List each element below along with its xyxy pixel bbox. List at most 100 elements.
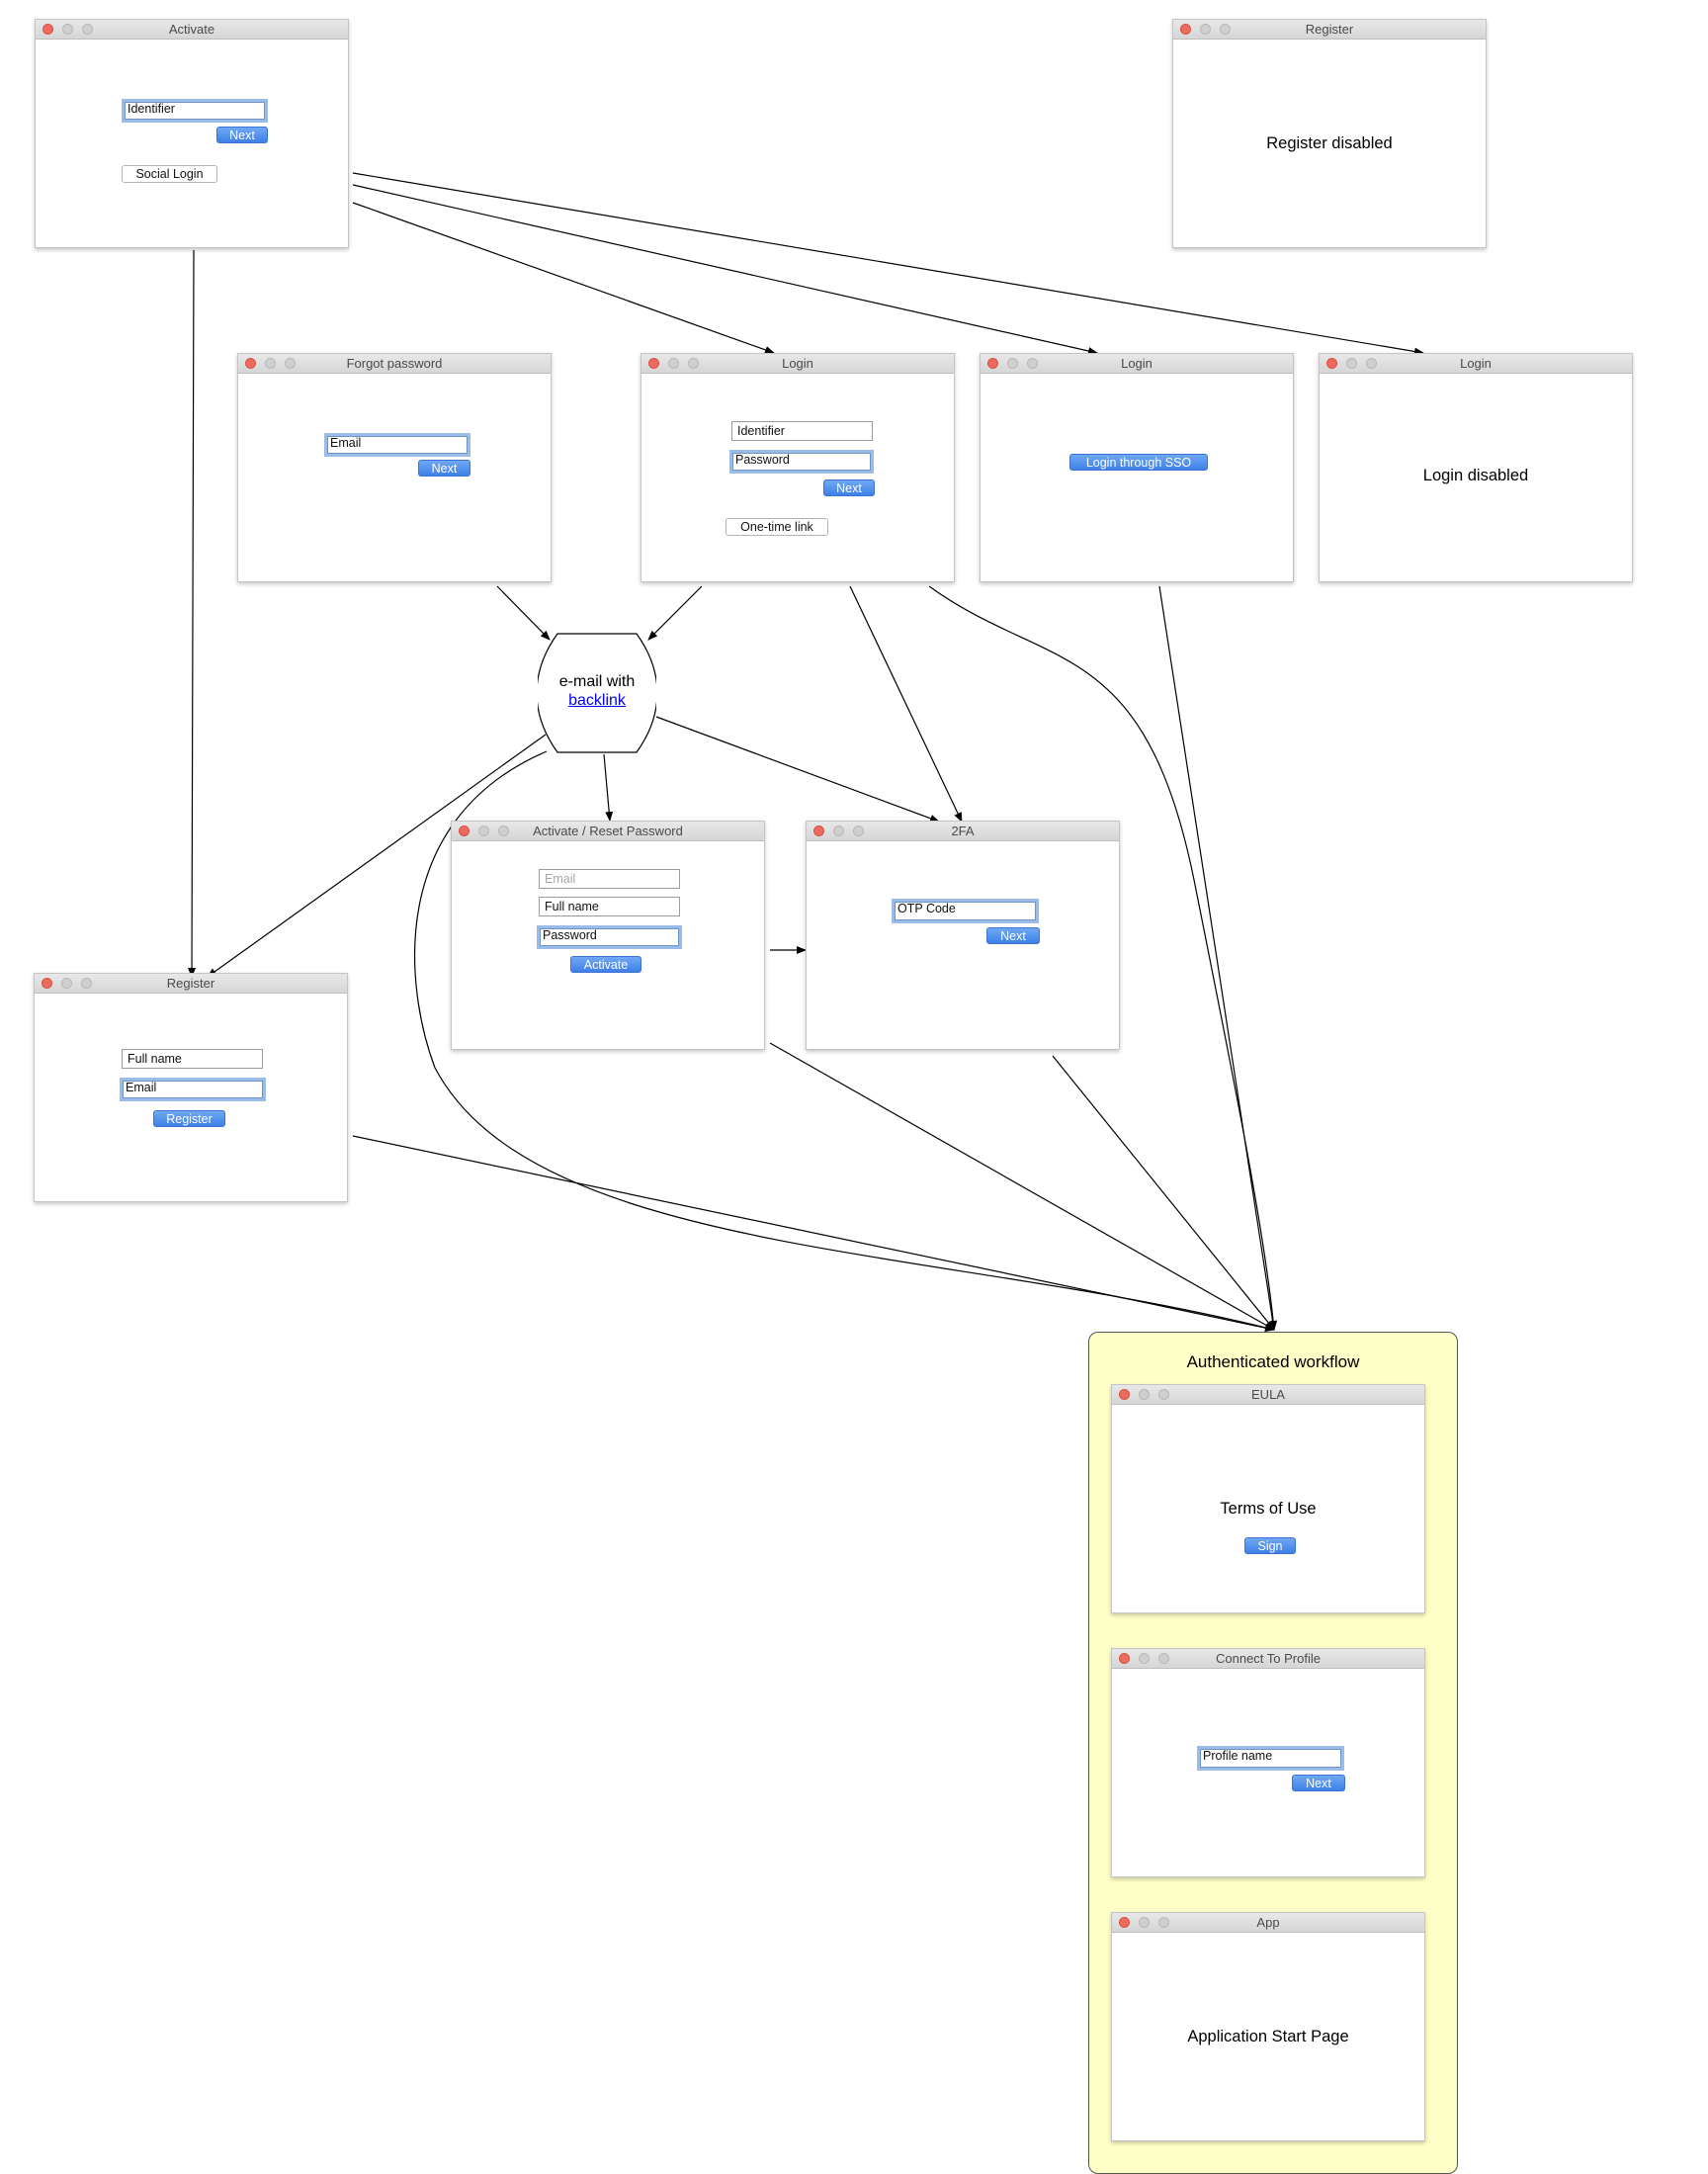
minimize-icon[interactable] <box>833 826 844 836</box>
titlebar: Login <box>1320 354 1632 374</box>
maximize-icon[interactable] <box>1158 1389 1169 1400</box>
next-button[interactable]: Next <box>418 460 470 477</box>
edge-activate-to-login-password <box>352 202 775 354</box>
edge-forgot-to-email <box>496 585 551 641</box>
maximize-icon[interactable] <box>285 358 296 369</box>
login-disabled-window: Login Login disabled <box>1319 353 1633 582</box>
maximize-icon[interactable] <box>81 978 92 989</box>
next-button[interactable]: Next <box>1292 1775 1345 1791</box>
login-sso-window: Login Login through SSO <box>980 353 1294 582</box>
activate-button[interactable]: Activate <box>570 956 641 973</box>
social-login-button[interactable]: Social Login <box>122 165 217 183</box>
application-start-page-text: Application Start Page <box>1187 2028 1349 2045</box>
maximize-icon[interactable] <box>1366 358 1377 369</box>
maximize-icon[interactable] <box>1158 1917 1169 1928</box>
sign-button[interactable]: Sign <box>1244 1537 1296 1554</box>
edge-login-to-email <box>647 585 703 641</box>
titlebar: Forgot password <box>238 354 551 374</box>
register-disabled-window: Register Register disabled <box>1172 19 1487 248</box>
next-button[interactable]: Next <box>216 127 268 143</box>
full-name-input[interactable]: Full name <box>122 1049 263 1069</box>
close-icon[interactable] <box>1119 1653 1130 1664</box>
profile-name-input[interactable]: Profile name <box>1197 1746 1344 1771</box>
minimize-icon[interactable] <box>1346 358 1357 369</box>
maximize-icon[interactable] <box>498 826 509 836</box>
titlebar: 2FA <box>807 822 1119 841</box>
login-password-window: Login Identifier Password Next One-time … <box>640 353 955 582</box>
register-button[interactable]: Register <box>153 1110 225 1127</box>
app-window: App Application Start Page <box>1111 1912 1425 2141</box>
authenticated-workflow-title: Authenticated workflow <box>1186 1352 1360 1371</box>
close-icon[interactable] <box>1119 1389 1130 1400</box>
edge-activate-reset-to-auth <box>769 1042 1275 1331</box>
close-icon[interactable] <box>245 358 256 369</box>
edge-login-to-auth <box>928 585 1278 1331</box>
maximize-icon[interactable] <box>1027 358 1038 369</box>
close-icon[interactable] <box>42 978 52 989</box>
close-icon[interactable] <box>1326 358 1337 369</box>
password-input[interactable]: Password <box>729 450 874 474</box>
edge-2fa-to-auth <box>1052 1055 1275 1331</box>
maximize-icon[interactable] <box>1220 24 1231 35</box>
full-name-input[interactable]: Full name <box>539 897 680 916</box>
email-input[interactable]: Email <box>120 1078 266 1101</box>
titlebar: App <box>1112 1913 1424 1933</box>
edge-register-to-auth <box>352 1135 1275 1333</box>
edge-email-to-activate-reset <box>603 753 614 822</box>
window-title: Activate / Reset Password <box>533 824 683 838</box>
window-title: Activate <box>168 22 215 37</box>
email-backlink-link[interactable]: backlink <box>568 692 626 709</box>
titlebar: EULA <box>1112 1385 1424 1405</box>
titlebar: Connect To Profile <box>1112 1649 1424 1669</box>
minimize-icon[interactable] <box>61 978 72 989</box>
close-icon[interactable] <box>43 24 53 35</box>
window-title: EULA <box>1251 1387 1285 1402</box>
window-title: App <box>1256 1915 1280 1930</box>
close-icon[interactable] <box>648 358 659 369</box>
maximize-icon[interactable] <box>688 358 699 369</box>
window-title: Login <box>1460 356 1492 371</box>
edge-email-to-auth <box>414 750 1275 1332</box>
window-title: 2FA <box>951 824 975 838</box>
close-icon[interactable] <box>1180 24 1191 35</box>
edge-login-to-2fa <box>849 585 963 823</box>
email-input[interactable]: Email <box>324 433 470 457</box>
identifier-input[interactable]: Identifier <box>731 421 873 441</box>
email-field-disabled: Email <box>539 869 680 889</box>
minimize-icon[interactable] <box>1139 1917 1150 1928</box>
window-title: Login <box>782 356 813 371</box>
forgot-password-window: Forgot password Email Next <box>237 353 552 582</box>
identifier-input[interactable]: Identifier <box>122 99 268 123</box>
minimize-icon[interactable] <box>1139 1389 1150 1400</box>
close-icon[interactable] <box>813 826 824 836</box>
maximize-icon[interactable] <box>853 826 864 836</box>
edge-activate-to-register <box>188 249 197 978</box>
minimize-icon[interactable] <box>265 358 276 369</box>
minimize-icon[interactable] <box>1200 24 1211 35</box>
edge-activate-to-login-sso <box>352 184 1098 355</box>
otp-code-input[interactable]: OTP Code <box>892 899 1039 923</box>
twofa-window: 2FA OTP Code Next <box>806 821 1120 1050</box>
minimize-icon[interactable] <box>1139 1653 1150 1664</box>
minimize-icon[interactable] <box>668 358 679 369</box>
login-sso-button[interactable]: Login through SSO <box>1069 454 1208 471</box>
password-input[interactable]: Password <box>537 925 682 949</box>
eula-window: EULA Terms of Use Sign <box>1111 1384 1425 1613</box>
minimize-icon[interactable] <box>1007 358 1018 369</box>
activate-reset-window: Activate / Reset Password Email Full nam… <box>451 821 765 1050</box>
minimize-icon[interactable] <box>62 24 73 35</box>
window-title: Register <box>166 976 215 991</box>
maximize-icon[interactable] <box>1158 1653 1169 1664</box>
close-icon[interactable] <box>459 826 470 836</box>
close-icon[interactable] <box>987 358 998 369</box>
one-time-link-button[interactable]: One-time link <box>726 518 828 536</box>
minimize-icon[interactable] <box>478 826 489 836</box>
titlebar: Register <box>1173 20 1486 40</box>
register-disabled-message: Register disabled <box>1266 134 1393 152</box>
close-icon[interactable] <box>1119 1917 1130 1928</box>
next-button[interactable]: Next <box>986 927 1040 944</box>
next-button[interactable]: Next <box>823 479 875 496</box>
titlebar: Login <box>981 354 1293 374</box>
maximize-icon[interactable] <box>82 24 93 35</box>
